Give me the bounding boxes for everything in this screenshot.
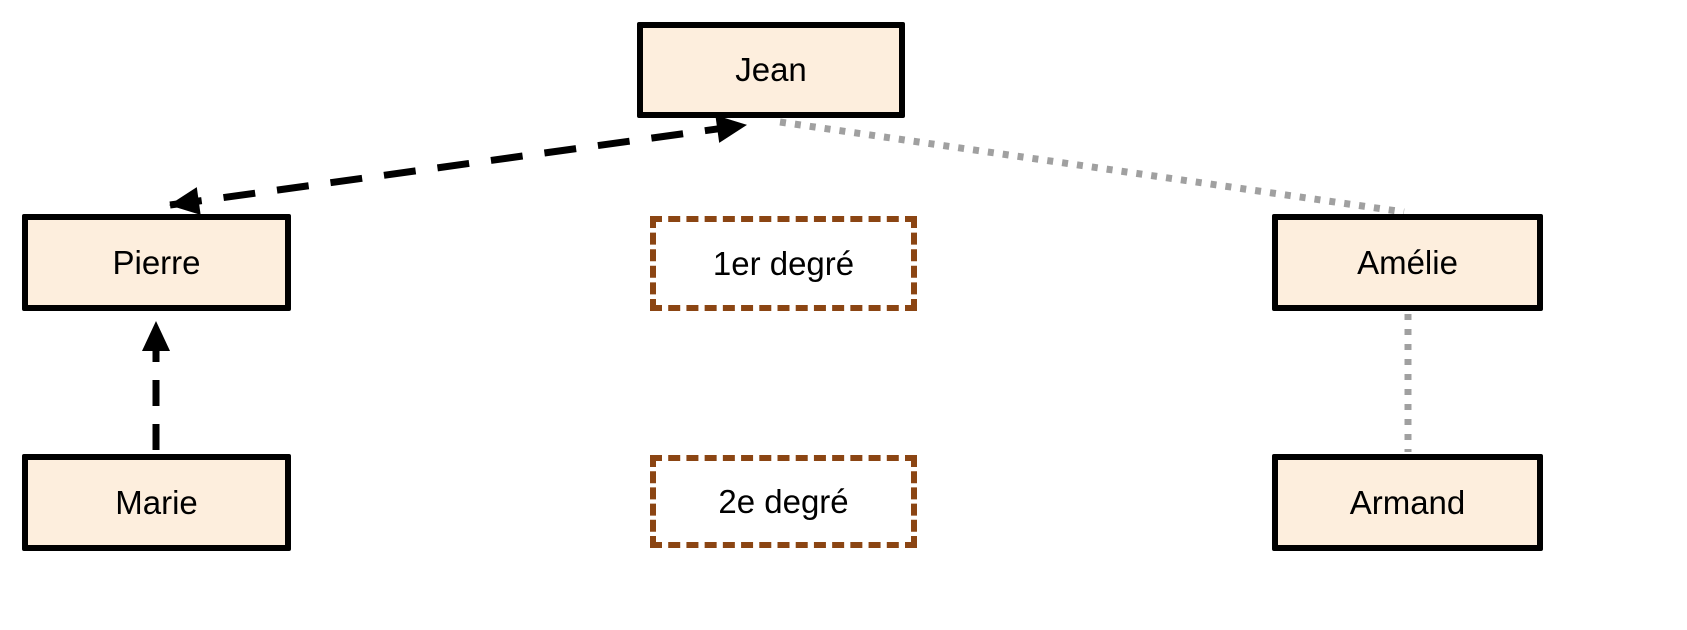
node-amelie-label: Amélie	[1357, 243, 1458, 281]
node-amelie: Amélie	[1272, 214, 1543, 311]
node-jean-label: Jean	[735, 51, 807, 88]
node-marie-label: Marie	[115, 483, 198, 521]
legend-first-degree-label: 1er degré	[712, 244, 855, 282]
node-pierre-label: Pierre	[112, 243, 201, 281]
node-marie: Marie	[22, 454, 291, 551]
node-pierre: Pierre	[22, 214, 291, 311]
legend-second-degree-label: 2e degré	[718, 482, 849, 520]
node-armand-label: Armand	[1349, 483, 1466, 521]
node-armand: Armand	[1272, 454, 1543, 551]
node-jean: Jean	[637, 22, 905, 118]
legend-first-degree: 1er degré	[650, 216, 917, 311]
legend-second-degree: 2e degré	[650, 455, 917, 548]
edge-pierre-jean	[169, 115, 747, 215]
edge-jean-amelie	[779, 118, 1405, 216]
